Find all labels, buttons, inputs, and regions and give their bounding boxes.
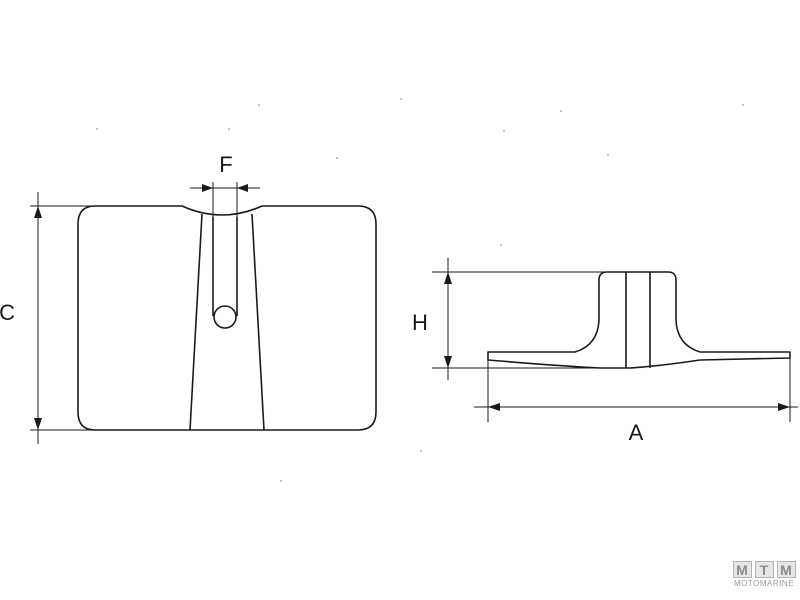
arrowhead (778, 403, 790, 411)
watermark-letter: M (732, 561, 752, 578)
arrowhead (488, 403, 500, 411)
label-c: C (0, 300, 15, 325)
arrowhead (34, 206, 42, 218)
watermark-letter: M (776, 561, 796, 578)
dimension-c: C (0, 192, 95, 444)
label-h: H (412, 310, 428, 335)
arrowhead (202, 184, 213, 192)
label-a: A (629, 420, 644, 445)
watermark-letter: T (754, 561, 774, 578)
motomarine-watermark: M T M MOTOMARINE (731, 561, 797, 588)
front-view (77, 205, 377, 431)
mounting-hole (213, 305, 237, 329)
dimension-f: F (190, 152, 260, 217)
side-view (487, 271, 791, 369)
watermark-text: MOTOMARINE (734, 579, 794, 588)
watermark-letters: M T M (731, 561, 797, 578)
plate-outline (77, 205, 377, 431)
arrowhead (444, 272, 452, 284)
arrowhead (237, 184, 248, 192)
profile-outline (487, 271, 791, 369)
dimension-a: A (474, 358, 798, 445)
arrowhead (444, 356, 452, 368)
scan-specks (96, 98, 744, 482)
slot-taper-right (251, 213, 265, 431)
slot-taper-left (189, 213, 203, 431)
label-f: F (219, 152, 232, 177)
arrowhead (34, 418, 42, 430)
dimension-h: H (412, 258, 610, 380)
